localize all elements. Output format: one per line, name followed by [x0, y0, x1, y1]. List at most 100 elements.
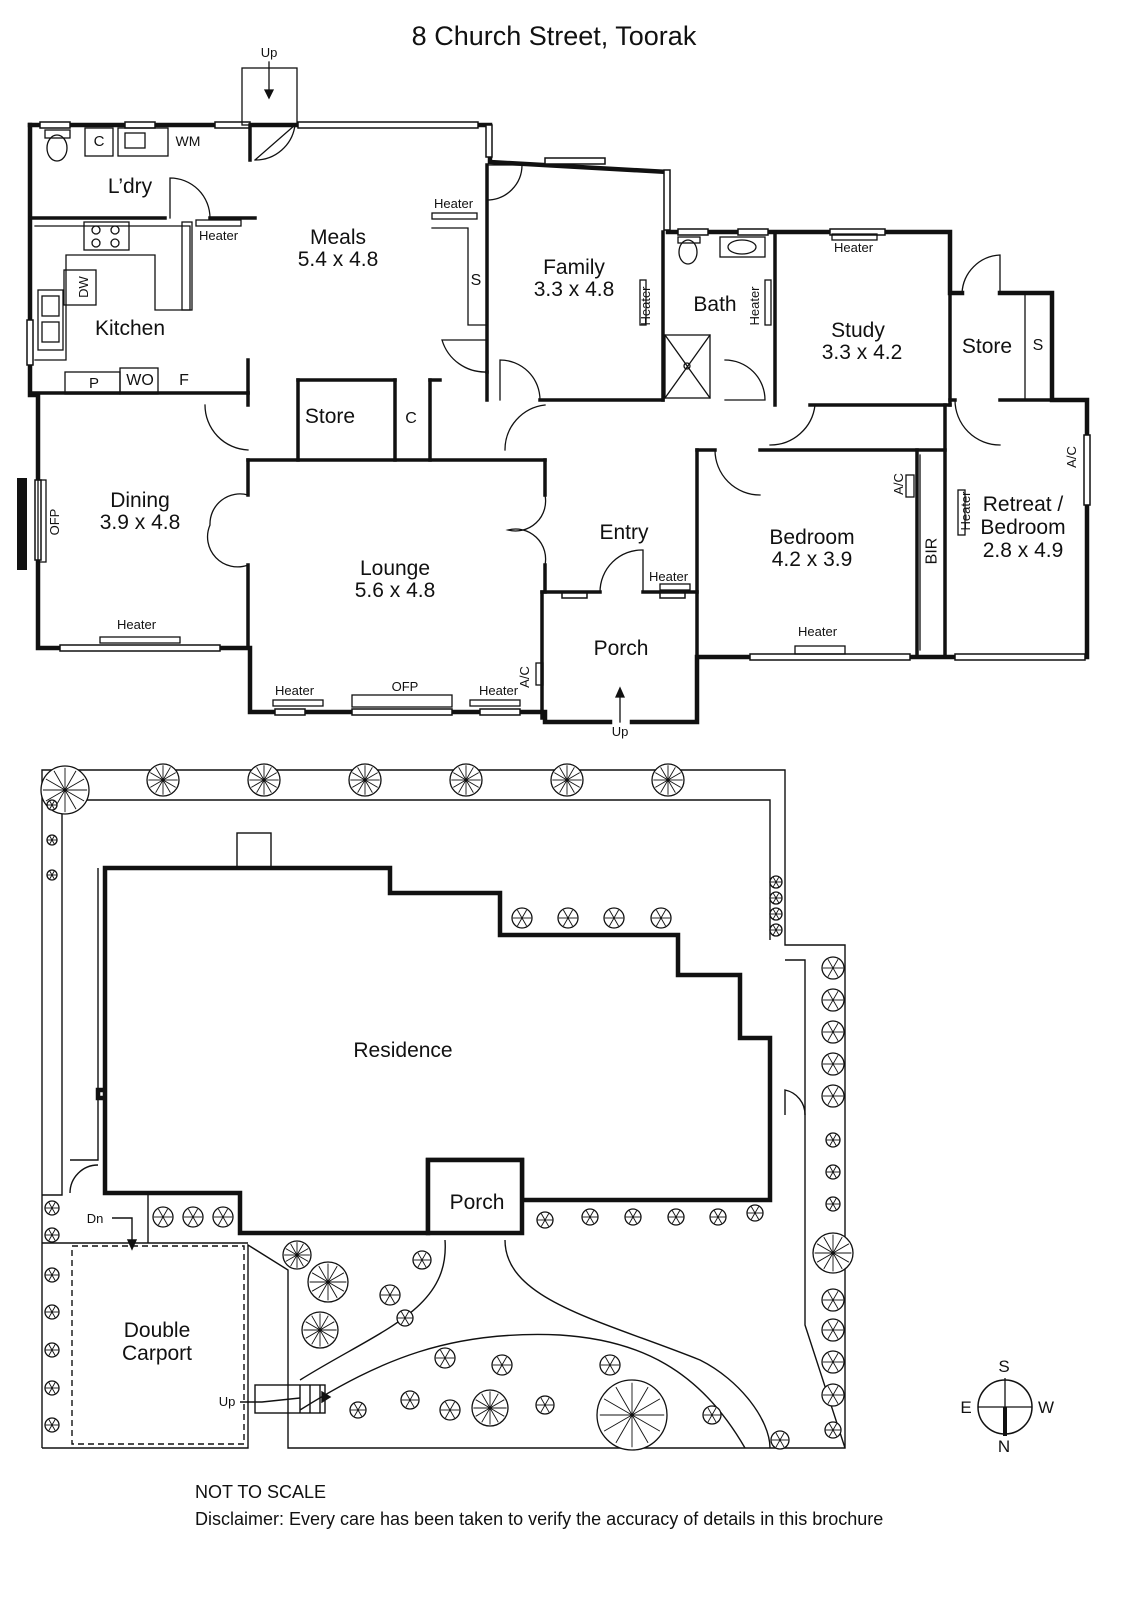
tree-branch — [609, 909, 615, 919]
tree-branch — [162, 767, 171, 781]
tree-branch — [489, 1393, 499, 1409]
tree-branch — [385, 1294, 391, 1304]
tree-branch — [501, 1356, 507, 1366]
tree-branch — [48, 1311, 53, 1318]
tree-branch — [51, 1349, 56, 1356]
tree-branch — [49, 835, 53, 841]
tree-branch — [832, 1252, 850, 1263]
tree-branch — [263, 767, 272, 781]
tree-branch — [655, 772, 669, 781]
dining-fireplace-label: OFP — [46, 508, 62, 536]
tree-branch — [711, 1414, 717, 1423]
tree-branch — [409, 1392, 415, 1401]
lounge-label: Lounge — [359, 557, 431, 580]
washing-machine-label: WM — [175, 133, 201, 149]
tree-branch — [45, 789, 66, 802]
tree-branch — [51, 804, 55, 810]
tree-branch — [632, 1210, 638, 1218]
tree-branch — [158, 1216, 164, 1226]
tree-branch — [290, 1254, 298, 1267]
tree-branch — [489, 1407, 499, 1423]
tree-branch — [667, 767, 676, 781]
tree-branch — [305, 1329, 321, 1339]
tree-branch — [517, 917, 523, 927]
tree-branch — [364, 772, 378, 781]
tree-branch — [832, 1086, 839, 1097]
heater-meals-label: Heater — [434, 196, 474, 211]
study-label: Study — [831, 319, 885, 342]
tree-branch — [327, 1272, 345, 1283]
tree-branch — [517, 909, 523, 919]
tree-branch — [832, 1385, 839, 1396]
tree-branch — [405, 1392, 411, 1401]
tree-branch — [311, 1329, 321, 1345]
exterior-walls — [17, 122, 1090, 725]
tree-branch — [285, 1248, 298, 1256]
compass-south: S — [998, 1357, 1010, 1376]
tree-branch — [827, 1086, 834, 1097]
compass-east: E — [960, 1398, 972, 1417]
tree-branch — [51, 1311, 56, 1318]
tree-branch — [832, 1299, 839, 1310]
rear-step — [241, 61, 298, 126]
tree-branch — [832, 1243, 850, 1254]
tree-branch — [775, 1432, 781, 1441]
heater-bath-label: Heater — [746, 286, 762, 326]
tree-branch — [51, 1382, 56, 1389]
tree-branch — [51, 1344, 56, 1351]
store-right-label: Store — [961, 335, 1013, 358]
tree-branch — [656, 909, 662, 919]
pantry-label: P — [88, 375, 100, 392]
heater-study-label: Heater — [834, 240, 874, 255]
tree-branch — [832, 1429, 838, 1437]
tree-branch — [440, 1357, 446, 1367]
tree-branch — [296, 1254, 304, 1267]
tree-branch — [816, 1243, 834, 1254]
tree-branch — [444, 1349, 450, 1359]
tree-branch — [827, 1320, 834, 1331]
compass-north: N — [997, 1437, 1011, 1456]
tree-branch — [631, 1414, 661, 1432]
carport-label-line1: Double — [123, 1319, 191, 1342]
tree-branch — [48, 1387, 53, 1394]
floor-plan — [17, 61, 1091, 725]
tree-branch — [827, 1299, 834, 1310]
tree-branch — [364, 779, 378, 788]
tree-branch — [465, 767, 474, 781]
heater-laundry-label: Heater — [199, 228, 239, 243]
tree-branch — [585, 1216, 591, 1224]
tree-branch — [671, 1216, 677, 1224]
tree-branch — [364, 779, 373, 793]
tree-branch — [150, 772, 164, 781]
tree-branch — [353, 1409, 359, 1417]
tree-branch — [51, 1234, 56, 1241]
porch-step — [614, 686, 626, 723]
tree-branch — [832, 1236, 843, 1254]
tree-branch — [660, 779, 669, 793]
store-center-label: Store — [304, 405, 356, 428]
tree-branch — [832, 1320, 839, 1331]
tree-branch — [192, 1216, 198, 1226]
tree-branch — [832, 1171, 837, 1178]
tree-branch — [750, 1212, 756, 1220]
tree-branch — [465, 772, 479, 781]
tree-branch — [540, 1213, 546, 1221]
tree-branch — [357, 767, 366, 781]
tree-branch — [444, 1357, 450, 1367]
tree-branch — [711, 1407, 717, 1416]
tree-branch — [772, 881, 777, 888]
site-plan — [41, 769, 846, 1449]
tree-branch — [540, 1219, 546, 1227]
tree-branch — [775, 1439, 781, 1448]
tree-branch — [775, 881, 780, 888]
tree-branch — [51, 800, 55, 806]
plan-title: 8 Church Street, Toorak — [411, 21, 697, 51]
heater-lounge-left-label: Heater — [275, 683, 315, 698]
tree-branch — [605, 1364, 611, 1374]
tree-branch — [827, 1352, 834, 1363]
carport-down-label: Dn — [86, 1211, 104, 1226]
tree-branch — [155, 767, 164, 781]
tree-branch — [829, 1171, 834, 1178]
tree-branch — [827, 1031, 834, 1042]
